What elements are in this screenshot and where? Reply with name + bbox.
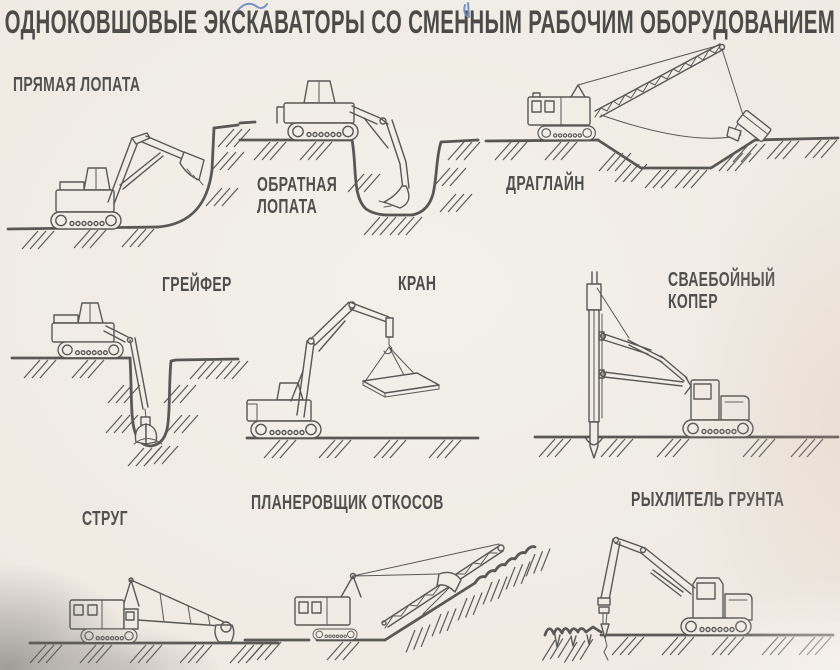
- ground: [245, 436, 480, 459]
- ground: [243, 545, 557, 661]
- ground: [10, 356, 249, 467]
- ripper-tooth: [597, 538, 621, 661]
- crane-figure: [245, 301, 480, 459]
- label-soil-ripper: РЫХЛИТЕЛЬ ГРУНТА: [631, 489, 785, 511]
- ground: [6, 123, 251, 250]
- excavator: [51, 302, 149, 419]
- crawler-crane: [294, 543, 505, 641]
- pen-mark: [237, 2, 470, 18]
- straight-shovel-figure: [6, 123, 251, 250]
- pile-mast: [584, 271, 605, 459]
- ground: [28, 641, 280, 664]
- soil-ripper-figure: [538, 536, 835, 664]
- dragline-bucket: [600, 48, 772, 143]
- slab-load: [362, 346, 440, 398]
- label-crane: КРАН: [398, 273, 437, 295]
- crawler-crane: [527, 43, 726, 141]
- clamshell-grab-figure: [10, 302, 249, 467]
- dragline-figure: [484, 43, 840, 189]
- machine: [69, 577, 225, 644]
- excavator: [246, 301, 394, 439]
- label-clamshell-grab: ГРЕЙФЕР: [162, 274, 232, 296]
- excavator: [596, 287, 754, 438]
- slope-bucket: [422, 571, 462, 615]
- excavator: [50, 132, 205, 230]
- ground: [533, 435, 840, 458]
- grab-bucket: [133, 416, 163, 445]
- pile-driver-figure: [533, 271, 840, 459]
- excavator: [612, 536, 753, 636]
- slope-grader-figure: [243, 543, 557, 661]
- backhoe-figure: [238, 80, 481, 236]
- label-straight-shovel: ПРЯМАЯ ЛОПАТА: [13, 74, 141, 96]
- excavator: [276, 80, 410, 209]
- poster-title: ОДНОКОВШОВЫЕ ЭКСКАВАТОРЫ СО СМЕННЫМ РАБО…: [0, 1, 840, 43]
- label-scraper-plane: СТРУГ: [82, 508, 128, 530]
- poster-title-text: ОДНОКОВШОВЫЕ ЭКСКАВАТОРЫ СО СМЕННЫМ РАБО…: [4, 3, 836, 40]
- label-dragline: ДРАГЛАЙН: [506, 173, 585, 195]
- scraper-plane-figure: [28, 577, 280, 664]
- scraper-blade: [214, 621, 235, 643]
- label-slope-grader: ПЛАНЕРОВЩИК ОТКОСОВ: [251, 492, 444, 514]
